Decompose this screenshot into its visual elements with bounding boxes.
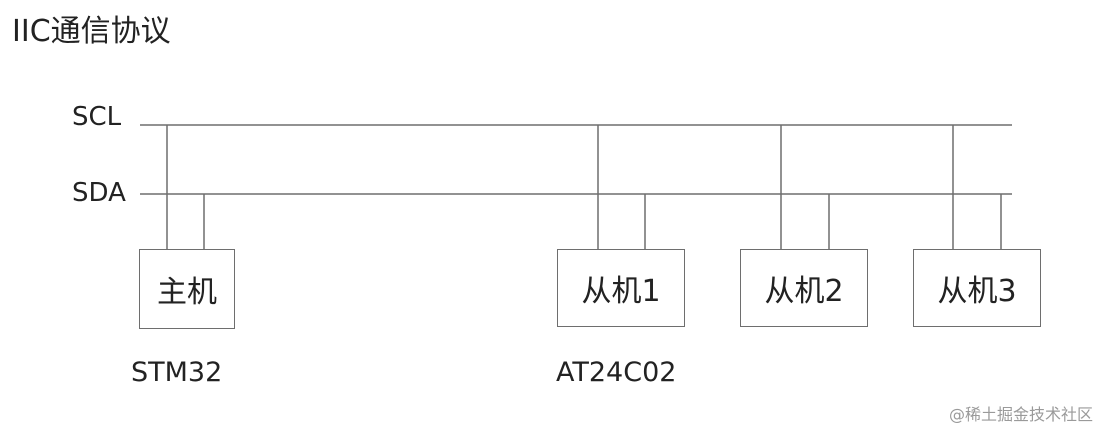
watermark: @稀土掘金技术社区: [948, 405, 1093, 424]
slave3-node: 从机3: [913, 249, 1041, 327]
slave1-chip-label: AT24C02: [556, 357, 677, 388]
slave3-node-label: 从机3: [937, 274, 1017, 309]
slave2-node: 从机2: [740, 249, 868, 327]
master-node: 主机: [139, 249, 235, 329]
sda-label: SDA: [72, 178, 126, 208]
slave1-node: 从机1: [557, 249, 685, 327]
master-node-label: 主机: [157, 275, 217, 310]
slave2-node-label: 从机2: [764, 274, 844, 309]
master-chip-label: STM32: [131, 357, 223, 388]
slave1-node-label: 从机1: [581, 274, 661, 309]
scl-label: SCL: [72, 102, 122, 132]
diagram-title: IIC通信协议: [12, 14, 171, 49]
